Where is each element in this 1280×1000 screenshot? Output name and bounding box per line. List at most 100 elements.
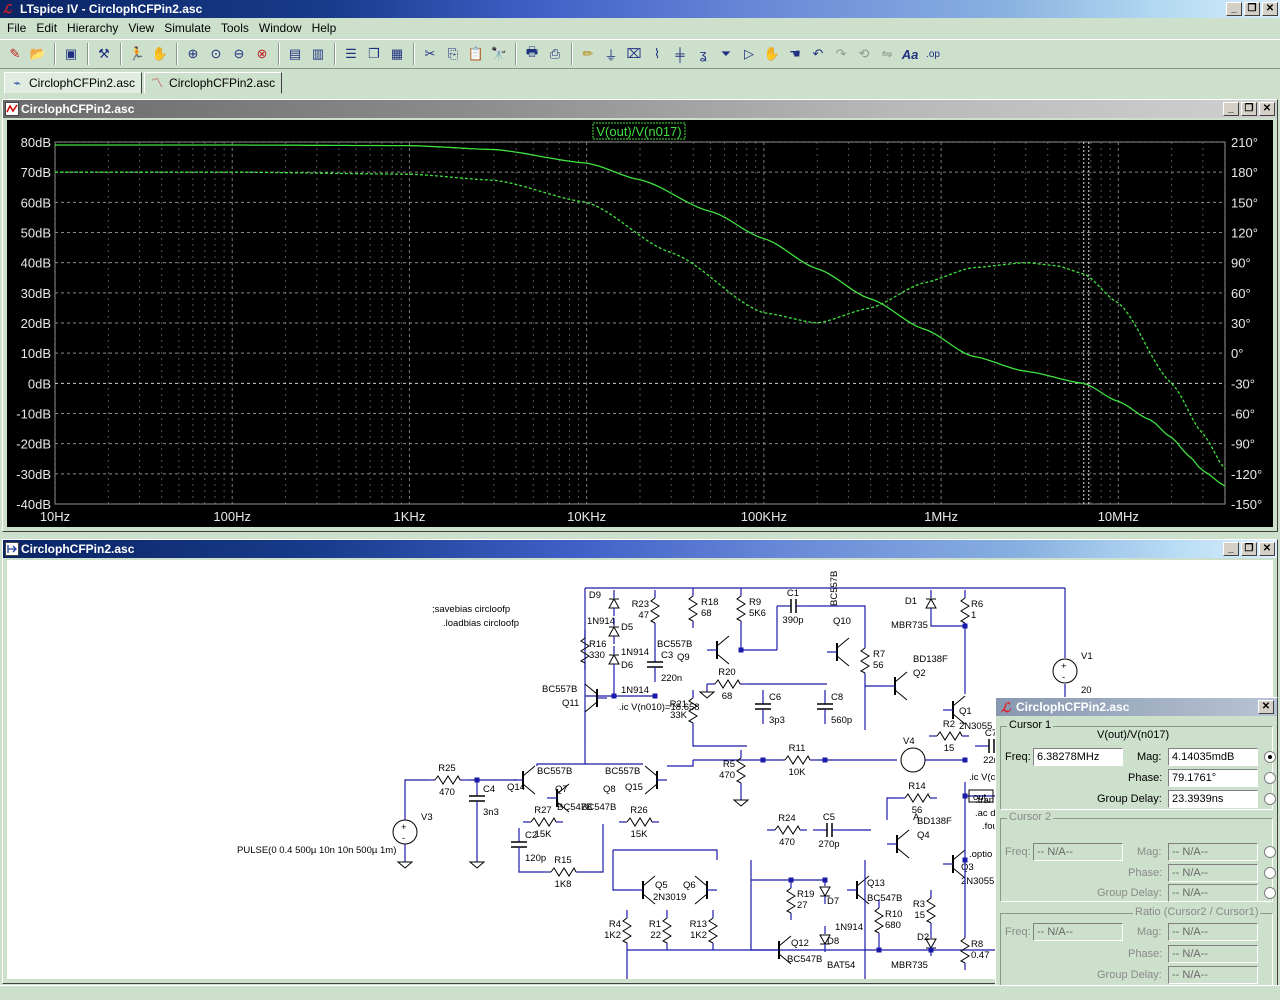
resistor-symbol (687, 697, 698, 724)
cursor2-phase-radio[interactable] (1264, 867, 1276, 879)
run-icon[interactable]: 🏃 (128, 46, 146, 61)
bode-plot[interactable]: 80dB70dB60dB50dB40dB30dB20dB10dB0dB-10dB… (7, 120, 1273, 527)
wire (886, 797, 897, 820)
menu-help[interactable]: Help (311, 21, 337, 35)
resistor-symbol (774, 824, 801, 835)
paste-icon[interactable]: 📋 (467, 46, 485, 61)
schem-restore-button[interactable]: ❐ (1241, 542, 1257, 556)
cursor1-phase-radio[interactable] (1264, 772, 1276, 784)
schem-close-button[interactable]: ✕ (1259, 542, 1275, 556)
y-tick-label-right: 30° (1231, 316, 1251, 331)
wire-icon[interactable]: ✏ (582, 46, 594, 61)
waveform-icon (5, 102, 19, 116)
menu-hierarchy[interactable]: Hierarchy (67, 21, 119, 35)
schematic-drawing[interactable]: ;savebias circloofp.loadbias circloofp.i… (7, 560, 1273, 979)
menu-view[interactable]: View (128, 21, 155, 35)
zoom-cancel-icon[interactable]: ⊗ (256, 46, 268, 61)
cursor2-mag-field: -- N/A-- (1168, 843, 1258, 861)
zoom-in-icon[interactable]: ⊕ (187, 46, 199, 61)
plot-minimize-button[interactable]: _ (1223, 102, 1239, 116)
resistor-symbol (785, 887, 796, 914)
minimize-button[interactable]: _ (1226, 2, 1242, 16)
cursor2-gd-radio[interactable] (1264, 887, 1276, 899)
autorange-icon[interactable]: ▤ (288, 46, 302, 61)
drag-icon[interactable]: ☚ (789, 46, 801, 61)
component-ref: R11 (789, 743, 806, 754)
document-tabs: ⌁ CirclophCFPin2.asc 〽 CirclophCFPin2.as… (0, 70, 1280, 94)
diode-icon[interactable]: ⏷ (720, 46, 732, 61)
cut-icon[interactable]: ✂ (424, 46, 436, 61)
component-value: 1N914 (621, 647, 649, 658)
mirror-icon[interactable]: ⇋ (881, 46, 893, 61)
component-value: BC547B (787, 954, 822, 965)
spice-directive-icon[interactable]: .op (926, 48, 940, 60)
menu-window[interactable]: Window (258, 21, 302, 35)
component-icon[interactable]: ▷ (744, 46, 754, 61)
component-ref: Q6 (683, 880, 696, 891)
plot-restore-button[interactable]: ❐ (1241, 102, 1257, 116)
menu-simulate[interactable]: Simulate (164, 21, 211, 35)
tile-vertical-icon[interactable]: ▦ (390, 46, 404, 61)
cursor1-gd-field[interactable]: 23.3939ns (1168, 790, 1258, 808)
undo-icon[interactable]: ↶ (812, 46, 824, 61)
cursor1-gd-radio[interactable] (1264, 793, 1276, 805)
diode-symbol (819, 886, 831, 898)
cursor-dialog-title-bar: ℒ CirclophCFPin2.asc ✕ (996, 698, 1277, 716)
ground-icon[interactable]: ⏚ (604, 47, 618, 63)
redo-icon[interactable]: ↷ (835, 46, 847, 61)
plot-close-button[interactable]: ✕ (1259, 102, 1275, 116)
save-icon[interactable]: ▣ (64, 46, 78, 61)
y-tick-label-right: -120° (1231, 467, 1262, 482)
tab-schematic[interactable]: ⌁ CirclophCFPin2.asc (4, 72, 143, 94)
new-schematic-icon[interactable]: ✎ (9, 46, 21, 61)
y-tick-label-left: 60dB (21, 195, 51, 210)
component-ref: D1 (905, 596, 917, 607)
text-icon[interactable]: Aa (901, 46, 919, 62)
zoom-out-icon[interactable]: ⊖ (233, 46, 245, 61)
label-icon[interactable]: ⌧ (626, 46, 642, 61)
component-ref: R2 (943, 719, 955, 730)
halt-icon[interactable]: ✋ (151, 46, 169, 61)
schem-minimize-button[interactable]: _ (1223, 542, 1239, 556)
rotate-icon[interactable]: ⟲ (858, 46, 870, 61)
tile-horizontal-icon[interactable]: ☰ (345, 46, 357, 61)
capacitor-icon[interactable]: ╪ (675, 46, 685, 62)
plot-settings-icon[interactable]: ▥ (311, 46, 325, 61)
cursor1-mag-field[interactable]: 4.14035mdB (1168, 748, 1258, 766)
tab-waveform[interactable]: 〽 CirclophCFPin2.asc (144, 72, 283, 94)
ratio-group-label: Ratio (Cursor2 / Cursor1) (1133, 906, 1261, 918)
cursor-dialog-close-button[interactable]: ✕ (1258, 700, 1274, 714)
component-value: 1N914 (587, 616, 615, 627)
copy-icon[interactable]: ⎘ (447, 46, 459, 61)
restore-button[interactable]: ❐ (1244, 2, 1260, 16)
close-button[interactable]: ✕ (1262, 2, 1278, 16)
component-ref: R15 (554, 855, 571, 866)
wire (536, 760, 586, 766)
inductor-icon[interactable]: ʓ (699, 46, 707, 62)
open-icon[interactable]: 📂 (29, 46, 47, 61)
zoom-pan-icon[interactable]: ⊙ (210, 46, 222, 61)
component-value: 68 (701, 608, 712, 619)
cursor1-freq-field[interactable]: 6.38278MHz (1033, 748, 1123, 766)
menu-tools[interactable]: Tools (220, 21, 249, 35)
schematic-icon: ⌁ (13, 76, 21, 90)
cascade-icon[interactable]: ❐ (368, 46, 380, 61)
wire (810, 605, 866, 640)
menu-edit[interactable]: Edit (36, 21, 58, 35)
print-icon[interactable]: ⎙ (549, 46, 561, 61)
cursor2-mag-radio[interactable] (1264, 846, 1276, 858)
control-panel-icon[interactable]: ⚒ (98, 46, 110, 61)
resistor-icon[interactable]: ⌇ (653, 46, 661, 61)
component-ref: V4 (903, 736, 915, 747)
menu-file[interactable]: File (7, 21, 27, 35)
spice-directive: ;savebias circloofp (432, 604, 510, 615)
find-icon[interactable]: 🔭 (490, 46, 508, 61)
move-icon[interactable]: ✋ (763, 46, 781, 61)
cursor1-mag-radio[interactable] (1264, 751, 1276, 763)
app-title-bar: ℒ LTspice IV - CirclophCFPin2.asc _ ❐ ✕ (0, 0, 1280, 18)
print-preview-icon[interactable]: 🖶 (525, 44, 539, 59)
cursor1-phase-field[interactable]: 79.1761° (1168, 769, 1258, 787)
tab-label: CirclophCFPin2.asc (29, 76, 136, 90)
wire (518, 862, 543, 873)
